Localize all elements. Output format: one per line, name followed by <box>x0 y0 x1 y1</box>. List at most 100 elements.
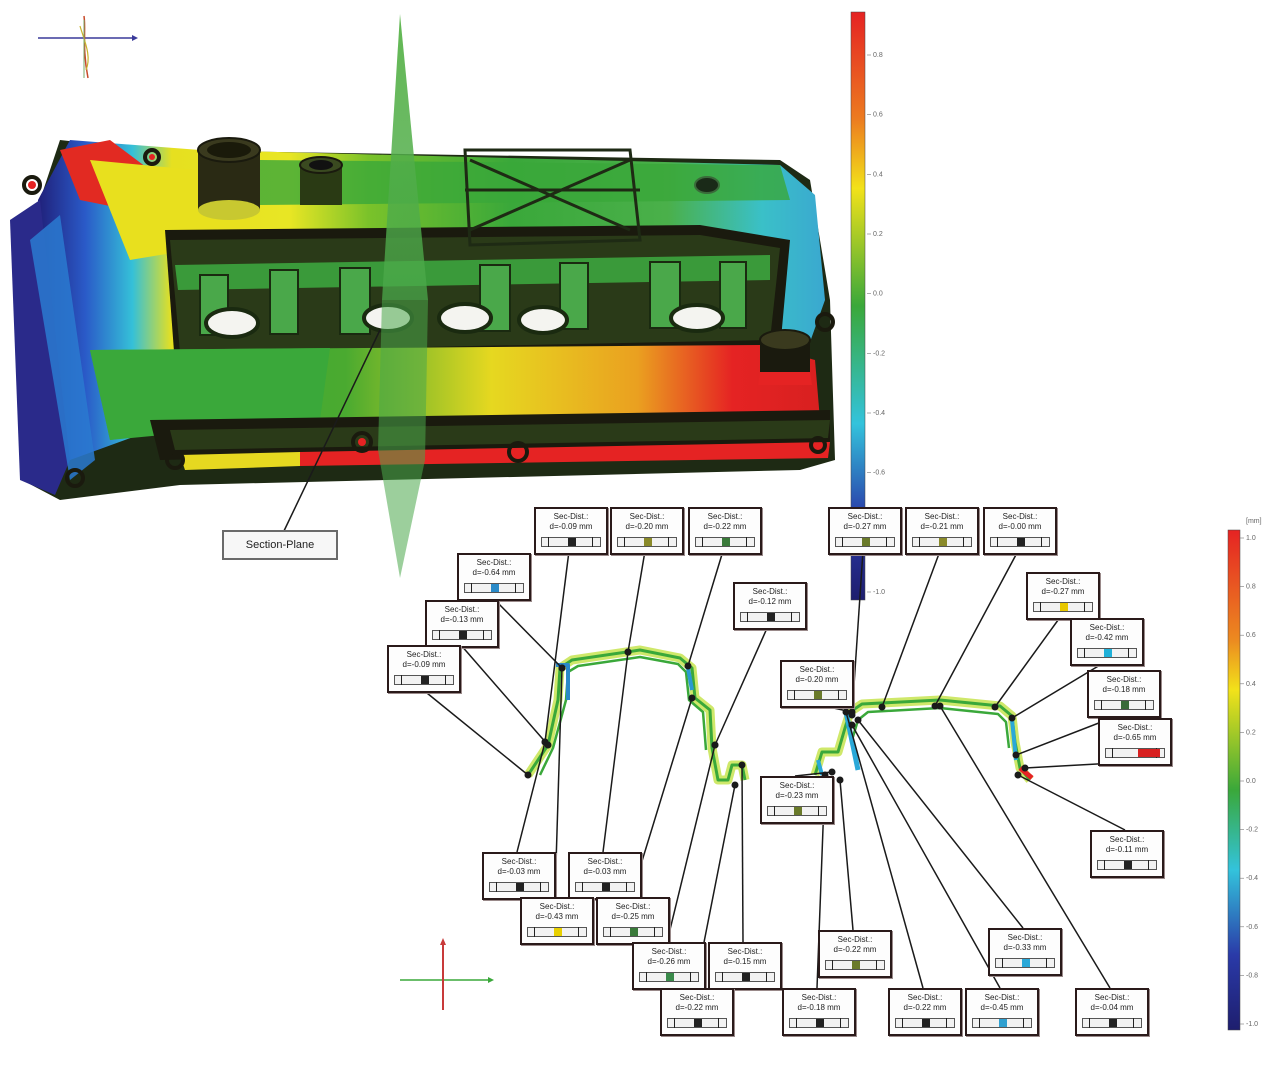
measurement-point-c28[interactable] <box>842 708 850 716</box>
measurement-point-c16[interactable] <box>828 768 836 776</box>
distance-callout-c9[interactable]: Sec-Dist.:d=-0.20 mm <box>780 660 854 708</box>
distance-callout-c21[interactable]: Sec-Dist.:d=-0.25 mm <box>596 897 670 945</box>
scale-tick-label: 1.0 <box>1246 535 1256 542</box>
indicator-tick <box>690 972 691 982</box>
measurement-point-c17[interactable] <box>1014 771 1022 779</box>
callout-title: Sec-Dist.: <box>1045 577 1081 586</box>
deviation-indicator-bar <box>1094 700 1154 710</box>
scale-tick-label: -1.0 <box>1246 1021 1258 1028</box>
measurement-point-c9[interactable] <box>848 708 856 716</box>
measurement-point-c15[interactable] <box>1021 764 1029 772</box>
distance-callout-c14[interactable]: Sec-Dist.:d=-0.18 mm <box>1087 670 1161 718</box>
callout-title: Sec-Dist.: <box>444 605 480 614</box>
measurement-point-c23[interactable] <box>738 761 746 769</box>
measurement-point-c29[interactable] <box>848 721 856 729</box>
callout-title: Sec-Dist.: <box>651 947 687 956</box>
distance-callout-c11[interactable]: Sec-Dist.:d=-0.00 mm <box>983 507 1057 555</box>
distance-callout-c3[interactable]: Sec-Dist.:d=-0.22 mm <box>688 507 762 555</box>
distance-callout-c7[interactable]: Sec-Dist.:d=-0.12 mm <box>733 582 807 630</box>
callout-title: Sec-Dist.: <box>1007 933 1043 942</box>
measurement-point-c13[interactable] <box>1008 714 1016 722</box>
measurement-point-c18[interactable] <box>541 738 549 746</box>
indicator-tick <box>842 537 843 547</box>
deviation-indicator-bar <box>767 806 827 816</box>
distance-unit: mm <box>655 522 669 531</box>
distance-callout-c8[interactable]: Sec-Dist.:d=-0.27 mm <box>828 507 902 555</box>
distance-value: -0.09 <box>411 660 430 669</box>
measurement-point-c20[interactable] <box>558 664 566 672</box>
measurement-point-c24[interactable] <box>836 776 844 784</box>
indicator-tick <box>1084 648 1085 658</box>
deviation-color-swatch <box>694 1019 702 1027</box>
measurement-point-c19[interactable] <box>624 648 632 656</box>
measurement-point-c14[interactable] <box>1012 751 1020 759</box>
distance-prefix: d= <box>998 522 1008 531</box>
distance-callout-c6[interactable]: Sec-Dist.:d=-0.09 mm <box>387 645 461 693</box>
scale-tick-label: 0.6 <box>1246 632 1256 639</box>
measurement-point-c11[interactable] <box>931 702 939 710</box>
measurement-point-c26[interactable] <box>731 781 739 789</box>
distance-prefix: d= <box>795 675 805 684</box>
distance-unit: mm <box>863 945 877 954</box>
distance-callout-c25[interactable]: Sec-Dist.:d=-0.33 mm <box>988 928 1062 976</box>
indicator-tick <box>654 927 655 937</box>
indicator-tick <box>548 537 549 547</box>
distance-unit: mm <box>825 675 839 684</box>
distance-callout-c4[interactable]: Sec-Dist.:d=-0.64 mm <box>457 553 531 601</box>
pcv-port <box>299 156 343 205</box>
distance-callout-c18[interactable]: Sec-Dist.:d=-0.03 mm <box>482 852 556 900</box>
leader-line-c6 <box>421 688 529 776</box>
measurement-point-c12[interactable] <box>991 703 999 711</box>
distance-unit: mm <box>641 912 655 921</box>
distance-callout-c22[interactable]: Sec-Dist.:d=-0.26 mm <box>632 942 706 990</box>
distance-callout-c17[interactable]: Sec-Dist.:d=-0.11 mm <box>1090 830 1164 878</box>
distance-callout-c1[interactable]: Sec-Dist.:d=-0.09 mm <box>534 507 608 555</box>
measurement-point-c22[interactable] <box>711 741 719 749</box>
measurement-point-c3[interactable] <box>684 662 692 670</box>
distance-callout-c20[interactable]: Sec-Dist.:d=-0.43 mm <box>520 897 594 945</box>
leader-line-c20 <box>554 667 563 898</box>
distance-callout-c29[interactable]: Sec-Dist.:d=-0.45 mm <box>965 988 1039 1036</box>
distance-callout-c24[interactable]: Sec-Dist.:d=-0.22 mm <box>818 930 892 978</box>
indicator-tick <box>963 537 964 547</box>
deviation-color-swatch <box>1060 603 1068 611</box>
distance-callout-c19[interactable]: Sec-Dist.:d=-0.03 mm <box>568 852 642 900</box>
deviation-color-swatch <box>568 538 576 546</box>
distance-callout-c12[interactable]: Sec-Dist.:d=-0.27 mm <box>1026 572 1100 620</box>
measurement-point-c21[interactable] <box>688 694 696 702</box>
deviation-indicator-bar <box>990 537 1050 547</box>
distance-unit: mm <box>1143 733 1157 742</box>
indicator-tick <box>646 972 647 982</box>
deviation-color-swatch <box>554 928 562 936</box>
leader-line-c28 <box>845 711 924 989</box>
distance-unit: mm <box>827 1003 841 1012</box>
distance-callout-c28[interactable]: Sec-Dist.:d=-0.22 mm <box>888 988 962 1036</box>
measurement-point-c30[interactable] <box>936 702 944 710</box>
distance-callout-c23[interactable]: Sec-Dist.:d=-0.15 mm <box>708 942 782 990</box>
measurement-point-c25[interactable] <box>854 716 862 724</box>
scale-tick-label: -0.8 <box>1246 972 1258 979</box>
distance-callout-c15[interactable]: Sec-Dist.:d=-0.65 mm <box>1098 718 1172 766</box>
distance-callout-c27[interactable]: Sec-Dist.:d=-0.18 mm <box>782 988 856 1036</box>
distance-callout-c16[interactable]: Sec-Dist.:d=-0.23 mm <box>760 776 834 824</box>
distance-callout-c10[interactable]: Sec-Dist.:d=-0.21 mm <box>905 507 979 555</box>
measurement-point-c6[interactable] <box>524 771 532 779</box>
distance-value: -0.04 <box>1099 1003 1118 1012</box>
distance-callout-c13[interactable]: Sec-Dist.:d=-0.42 mm <box>1070 618 1144 666</box>
deviation-color-swatch <box>644 538 652 546</box>
indicator-tick <box>1128 648 1129 658</box>
distance-callout-c2[interactable]: Sec-Dist.:d=-0.20 mm <box>610 507 684 555</box>
distance-callout-c5[interactable]: Sec-Dist.:d=-0.13 mm <box>425 600 499 648</box>
distance-prefix: d= <box>833 945 843 954</box>
measurement-point-c10[interactable] <box>878 703 886 711</box>
leader-line-c24 <box>839 779 854 931</box>
indicator-tick <box>794 690 795 700</box>
distance-callout-c26[interactable]: Sec-Dist.:d=-0.22 mm <box>660 988 734 1036</box>
indicator-tick <box>1002 958 1003 968</box>
leader-line-c2 <box>627 550 646 653</box>
section-plane-label[interactable]: Section-Plane <box>222 530 338 560</box>
callout-distance: d=-0.21 mm <box>907 522 977 532</box>
distance-value: -0.03 <box>506 867 525 876</box>
distance-callout-c30[interactable]: Sec-Dist.:d=-0.04 mm <box>1075 988 1149 1036</box>
distance-unit: mm <box>579 522 593 531</box>
